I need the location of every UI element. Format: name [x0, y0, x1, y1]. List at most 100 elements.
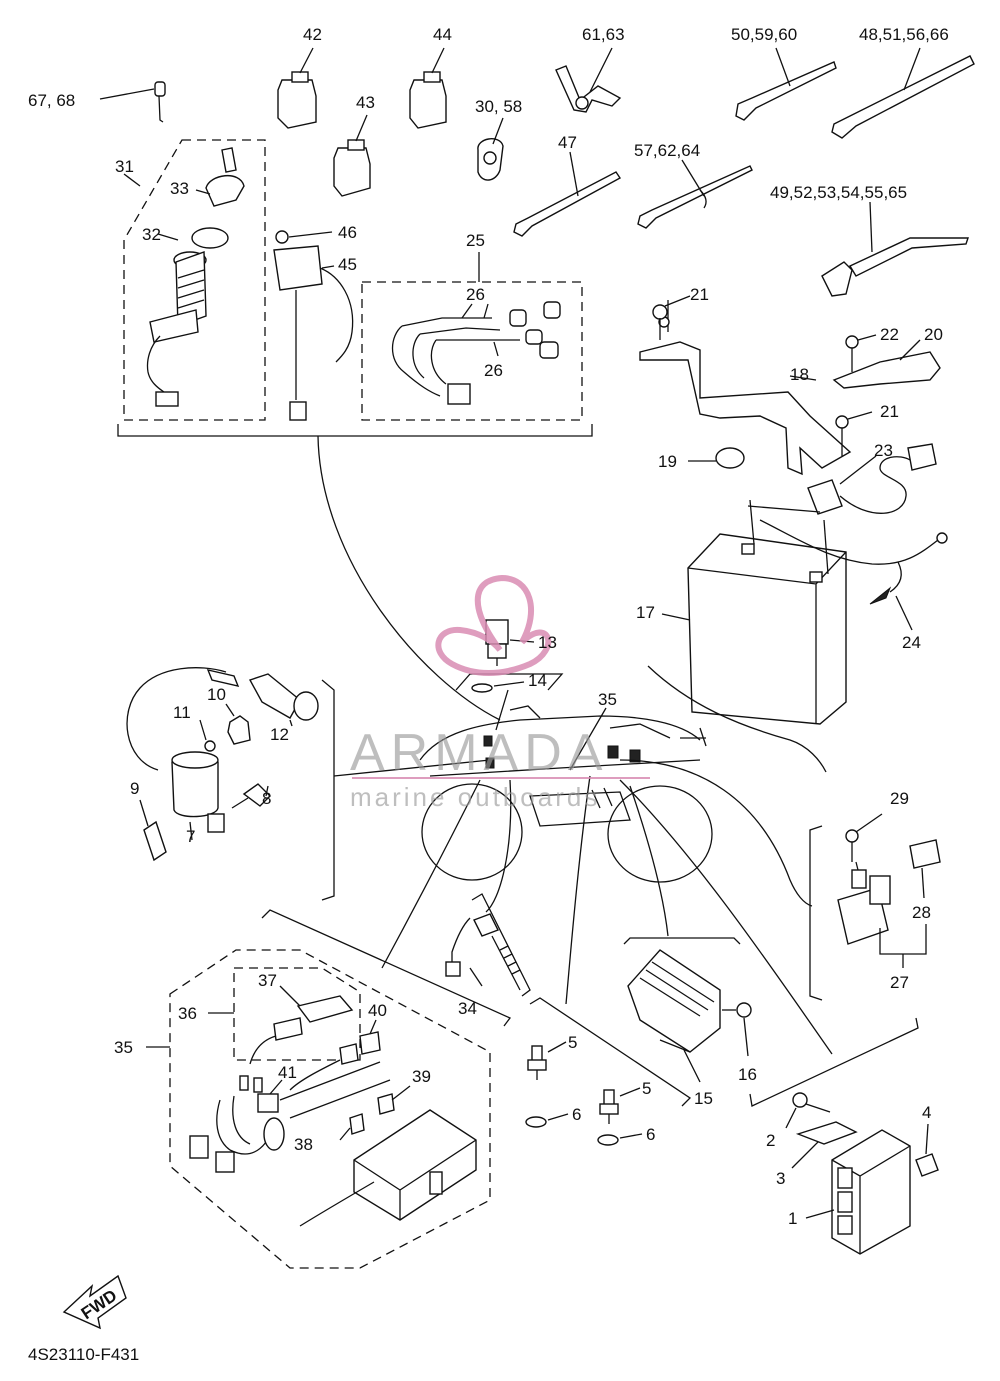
part-bolt-21 [652, 295, 691, 340]
callout-23: 23 [874, 441, 893, 460]
part-cable-23 [807, 443, 937, 515]
part-connector-43 [333, 114, 371, 197]
callout-18: 18 [790, 365, 809, 384]
watermark-brand: ARMADA [350, 724, 608, 782]
part-grommet-4 [915, 1123, 939, 1177]
leader-fuse-box [381, 779, 481, 969]
callout-5-b: 5 [642, 1079, 651, 1098]
callout-13: 13 [538, 633, 557, 652]
part-cover-20 [832, 339, 941, 389]
part-cable-tie-57-62-64 [637, 159, 753, 229]
part-screw-22 [845, 334, 877, 372]
bracket-bolts-5-6 [529, 997, 692, 1107]
leader-13 [569, 707, 607, 771]
callout-33: 33 [170, 179, 189, 198]
callout-22: 22 [880, 325, 899, 344]
callout-12: 12 [270, 725, 289, 744]
callout-30-58: 30, 58 [475, 97, 522, 116]
bracket-sensor-34 [471, 893, 531, 997]
part-cable-tie-50-59-60 [735, 47, 837, 121]
leader-starter-relay [619, 759, 813, 907]
part-cable-tie-47 [513, 151, 622, 237]
part-damper-19 [688, 447, 745, 469]
callout-37: 37 [258, 971, 277, 990]
part-clamp-61-63 [555, 47, 622, 113]
callout-6-a: 6 [572, 1105, 581, 1124]
part-bolt-5-a [527, 1041, 567, 1080]
callout-5-a: 5 [568, 1033, 577, 1052]
callout-49-52-53-54-55-65: 49,52,53,54,55,65 [770, 183, 907, 202]
callout-43: 43 [356, 93, 375, 112]
callout-3: 3 [776, 1169, 785, 1188]
part-battery-bracket-18 [639, 300, 852, 476]
part-connector-42 [277, 47, 317, 129]
callout-21-top: 21 [690, 285, 709, 304]
callout-27: 27 [890, 973, 909, 992]
bracket-cdi [749, 1017, 919, 1107]
part-relay-45 [273, 230, 354, 421]
diagram-code: 4S23110-F431 [28, 1345, 139, 1364]
bracket-battery-group [647, 665, 827, 773]
callout-19: 19 [658, 452, 677, 471]
part-cdi-unit-1 [805, 1129, 911, 1255]
callout-29: 29 [890, 789, 909, 808]
callout-1: 1 [788, 1209, 797, 1228]
callout-44: 44 [433, 25, 452, 44]
callout-35-top: 35 [598, 690, 617, 709]
callout-10: 10 [207, 685, 226, 704]
callout-35-fuse-box: 35 [114, 1038, 133, 1057]
callout-67-68: 67, 68 [28, 91, 75, 110]
leader-top-group [317, 435, 501, 721]
callout-4: 4 [922, 1103, 931, 1122]
part-bracket-3 [791, 1121, 858, 1169]
callout-39: 39 [412, 1067, 431, 1086]
part-washer-6-a [525, 1113, 569, 1128]
callout-50-59-60: 50,59,60 [731, 25, 797, 44]
part-screw-2 [785, 1092, 831, 1129]
armada-logo-icon [435, 574, 552, 676]
callout-28: 28 [912, 903, 931, 922]
callout-38: 38 [294, 1135, 313, 1154]
callout-36: 36 [178, 1004, 197, 1023]
part-clamp-30-58 [477, 117, 504, 181]
callout-6-b: 6 [646, 1125, 655, 1144]
armada-watermark: ARMADA marine outboards [350, 574, 650, 812]
callout-2: 2 [766, 1131, 775, 1150]
callout-17: 17 [636, 603, 655, 622]
group-wire-harness-25 [361, 252, 583, 421]
callout-47: 47 [558, 133, 577, 152]
callout-26-top: 26 [466, 285, 485, 304]
callout-32: 32 [142, 225, 161, 244]
callout-26-bottom: 26 [484, 361, 503, 380]
callout-14: 14 [528, 671, 547, 690]
callout-16: 16 [738, 1065, 757, 1084]
bracket-ignition-group [321, 679, 335, 901]
callout-31: 31 [115, 157, 134, 176]
part-bolt-16 [722, 1002, 752, 1057]
callout-8: 8 [262, 789, 271, 808]
part-cable-24 [759, 519, 948, 631]
part-washer-6-b [597, 1133, 643, 1146]
part-cable-tie-49-52-53-54-55-65 [821, 201, 969, 297]
part-bolt-21-lower [835, 411, 873, 456]
bracket-top-group [117, 424, 593, 437]
part-bolt-5-b [599, 1087, 641, 1124]
callout-20: 20 [924, 325, 943, 344]
callout-15: 15 [694, 1089, 713, 1108]
callout-11: 11 [173, 703, 191, 722]
group-starter-relay-27 [809, 813, 941, 1001]
leader-ignition-group [333, 759, 491, 777]
callout-9: 9 [130, 779, 139, 798]
callout-21-bottom: 21 [880, 402, 899, 421]
leader-rectifier [629, 785, 669, 937]
fwd-arrow-icon: FWD [62, 1274, 127, 1330]
group-ignition-coil [126, 667, 319, 862]
callout-40: 40 [368, 1001, 387, 1020]
watermark-tagline: marine outboards [350, 782, 600, 812]
part-key-67-68 [99, 81, 166, 123]
callout-42: 42 [303, 25, 322, 44]
leader-sensor-34 [485, 779, 512, 913]
callout-41: 41 [278, 1063, 297, 1082]
callout-46: 46 [338, 223, 357, 242]
